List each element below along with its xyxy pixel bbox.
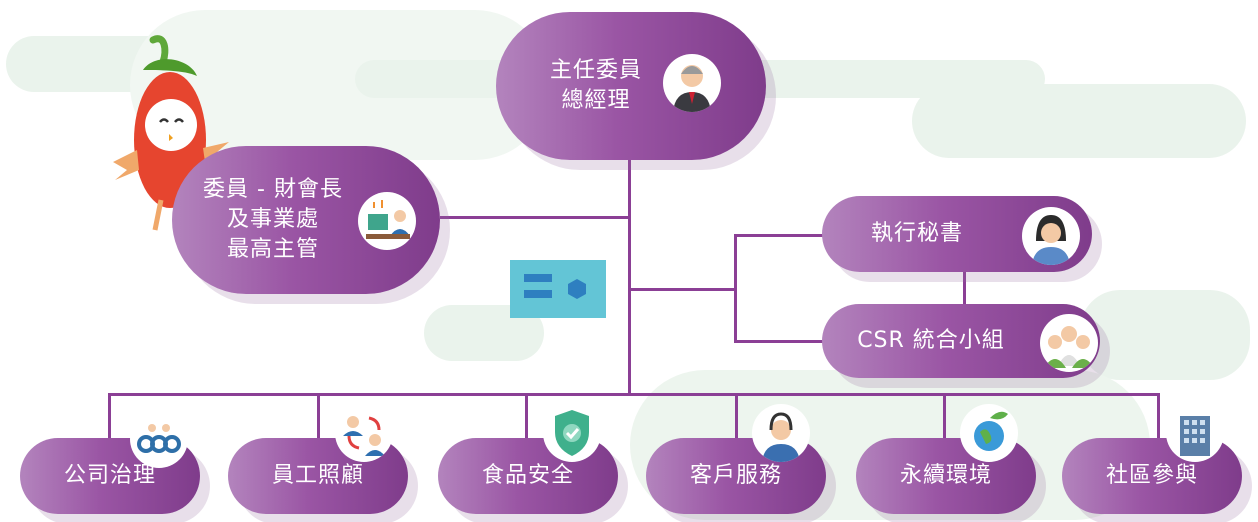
employee-care-node: 員工照顧 [228, 438, 408, 514]
customer-service-label: 客戶服務 [689, 463, 782, 489]
connector-line [525, 393, 528, 439]
employee-exchange-icon [335, 404, 393, 462]
corporate-governance-node: 公司治理 [20, 438, 200, 514]
chairman-node: 主任委員 總經理 [496, 12, 766, 160]
corporate-governance-label: 公司治理 [63, 463, 156, 489]
connector-line [734, 234, 824, 237]
financial-officer-line3: 最高主管 [226, 236, 319, 262]
connector-line [628, 288, 736, 291]
community-participation-label: 社區參與 [1105, 463, 1198, 489]
connector-line [963, 272, 966, 306]
csr-team-label: CSR 統合小組 [857, 328, 1005, 354]
connector-line [628, 158, 631, 394]
gears-people-icon [130, 410, 188, 468]
shield-check-icon [543, 404, 601, 462]
employee-care-label: 員工照顧 [271, 463, 364, 489]
connector-line [735, 393, 738, 439]
connector-line [440, 216, 630, 219]
background-cloud [1080, 290, 1250, 380]
connector-line [943, 393, 946, 439]
financial-officer-line1: 委員 - 財會長 [203, 177, 343, 203]
building-icon [1166, 404, 1224, 462]
background-cloud [912, 84, 1246, 158]
executive-secretary-label: 執行秘書 [870, 221, 963, 247]
connector-line [108, 393, 1159, 396]
connector-line [734, 340, 824, 343]
food-safety-label: 食品安全 [481, 463, 574, 489]
secretary-avatar-icon [1022, 207, 1080, 265]
connector-line [108, 393, 111, 439]
financial-officer-line2: 及事業處 [226, 207, 319, 233]
connector-line [1157, 393, 1160, 439]
headset-agent-icon [752, 404, 810, 462]
general-manager-title: 總經理 [561, 88, 631, 113]
earth-leaf-icon [960, 404, 1018, 462]
sustainable-environment-label: 永續環境 [899, 463, 992, 489]
id-card-icon [510, 260, 606, 318]
team-group-icon [1040, 314, 1098, 372]
presenter-desk-icon [358, 192, 416, 250]
connector-line [734, 234, 737, 342]
chairman-title: 主任委員 [549, 58, 642, 84]
executive-avatar-icon [663, 54, 721, 112]
connector-line [317, 393, 320, 439]
